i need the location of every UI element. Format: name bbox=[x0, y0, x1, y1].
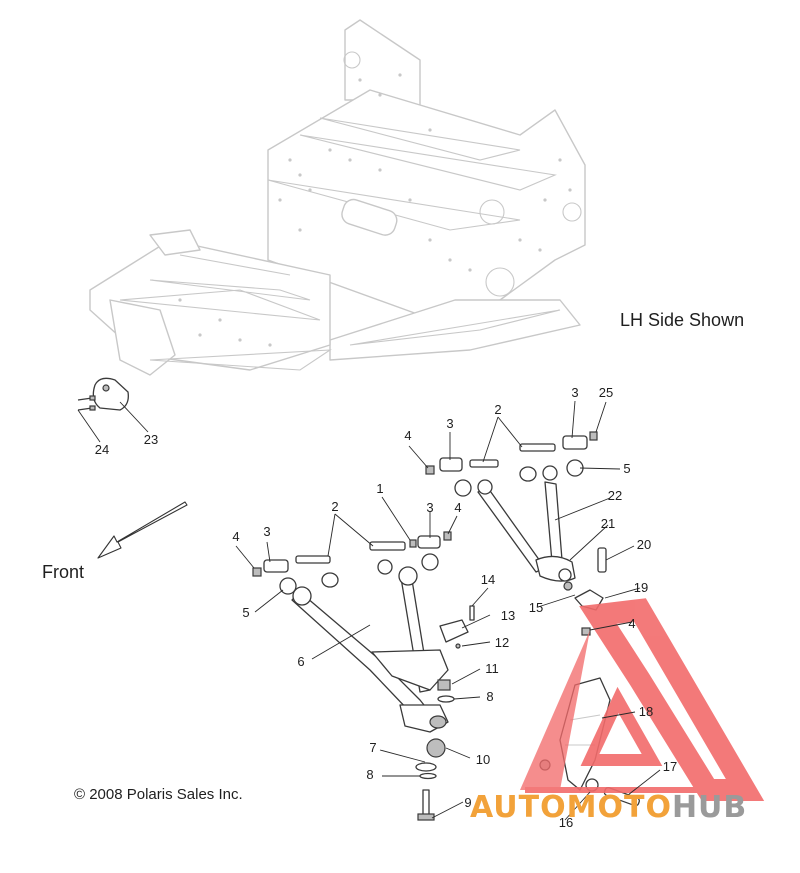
callout-3-lower-right: 3 bbox=[426, 500, 434, 515]
copyright-notice: © 2008 Polaris Sales Inc. bbox=[74, 786, 243, 803]
callout-11: 11 bbox=[485, 661, 499, 676]
chassis-frame bbox=[89, 19, 586, 376]
callout-13: 13 bbox=[500, 608, 516, 623]
callout-9: 9 bbox=[464, 795, 472, 810]
callout-17: 17 bbox=[662, 759, 678, 774]
side-view-note: LH Side Shown bbox=[620, 310, 745, 330]
callout-8-upper: 8 bbox=[486, 689, 494, 704]
callout-23: 23 bbox=[143, 432, 159, 447]
callout-5-lower: 5 bbox=[242, 605, 250, 620]
upper-a-arm-22 bbox=[477, 481, 576, 582]
callout-3-lower-left: 3 bbox=[263, 524, 271, 539]
callout-2-lower: 2 bbox=[331, 499, 339, 514]
front-direction-arrow bbox=[97, 501, 188, 559]
callout-7: 7 bbox=[369, 740, 377, 755]
lower-a-arm-6 bbox=[291, 566, 449, 733]
front-label: Front bbox=[42, 562, 85, 582]
callout-25: 25 bbox=[598, 385, 614, 400]
upper-bushings bbox=[425, 431, 598, 497]
leader-lines bbox=[77, 400, 661, 821]
callout-16: 16 bbox=[558, 815, 574, 830]
callout-14: 14 bbox=[480, 572, 496, 587]
callout-4-lower-right: 4 bbox=[454, 500, 462, 515]
small-parts-12-14 bbox=[439, 605, 475, 649]
callout-1: 1 bbox=[376, 481, 384, 496]
watermark-text-part1: AUTOMOTO bbox=[470, 790, 672, 825]
callout-4-spindle: 4 bbox=[628, 616, 636, 631]
callout-15: 15 bbox=[528, 600, 544, 615]
callout-12: 12 bbox=[494, 635, 510, 650]
callout-21: 21 bbox=[600, 516, 616, 531]
callout-20: 20 bbox=[636, 537, 652, 552]
watermark-logo bbox=[520, 598, 765, 801]
callout-22: 22 bbox=[607, 488, 623, 503]
callout-3-upper-left: 3 bbox=[446, 416, 454, 431]
ball-joint-assembly bbox=[415, 679, 455, 821]
bracket-23 bbox=[77, 377, 129, 411]
callout-4-upper: 4 bbox=[404, 428, 412, 443]
watermark-text: AUTOMOTOHUB bbox=[470, 790, 747, 825]
callout-6: 6 bbox=[297, 654, 305, 669]
callout-4-lower-left: 4 bbox=[232, 529, 240, 544]
callout-24: 24 bbox=[94, 442, 110, 457]
callout-5-upper: 5 bbox=[623, 461, 631, 476]
lower-bushings bbox=[252, 531, 452, 595]
callout-10: 10 bbox=[475, 752, 491, 767]
callout-19: 19 bbox=[633, 580, 649, 595]
callout-3-upper-right: 3 bbox=[571, 385, 579, 400]
callout-2-upper: 2 bbox=[494, 402, 502, 417]
watermark-text-part2: HUB bbox=[671, 790, 748, 825]
callout-18: 18 bbox=[638, 704, 654, 719]
callout-8-lower: 8 bbox=[366, 767, 374, 782]
